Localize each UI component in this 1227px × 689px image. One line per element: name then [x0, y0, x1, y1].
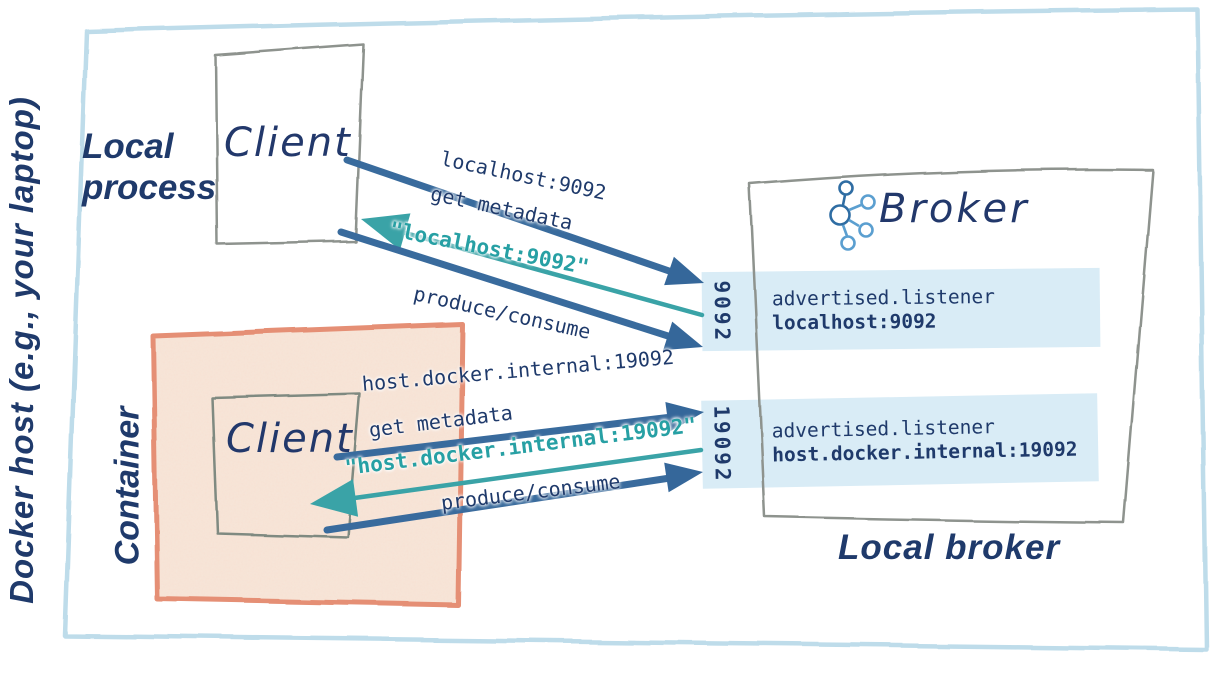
docker-host-label: Docker host (e.g., your laptop) — [3, 96, 40, 604]
local-process-label: Local process — [82, 127, 217, 207]
listener-config-19092: advertised.listener host.docker.internal… — [772, 414, 1078, 468]
broker-icon — [829, 180, 876, 251]
listener-property: advertised.listener — [771, 284, 996, 310]
container-label: Container — [108, 406, 147, 566]
listener-highlight-9092: 9092 advertised.listener localhost:9092 — [701, 267, 1101, 352]
listener-highlight-19092: 19092 advertised.listener host.docker.in… — [701, 393, 1099, 489]
local-broker-caption: Local broker — [838, 528, 1061, 567]
local-produce-consume: produce/consume — [411, 281, 593, 344]
broker-title: Broker — [879, 186, 1030, 232]
container-request-address: host.docker.internal:19092 — [360, 344, 675, 396]
container-produce-consume: produce/consume — [439, 469, 622, 515]
port-label-19092: 19092 — [709, 405, 735, 484]
client-label-container: Client — [226, 416, 354, 462]
listener-value: host.docker.internal:19092 — [772, 437, 1078, 467]
listener-config-9092: advertised.listener localhost:9092 — [772, 285, 996, 335]
port-label-9092: 9092 — [709, 279, 735, 343]
client-label-local: Client — [224, 120, 352, 166]
listener-value: localhost:9092 — [772, 309, 937, 334]
container-get-metadata: get metadata — [367, 400, 514, 442]
